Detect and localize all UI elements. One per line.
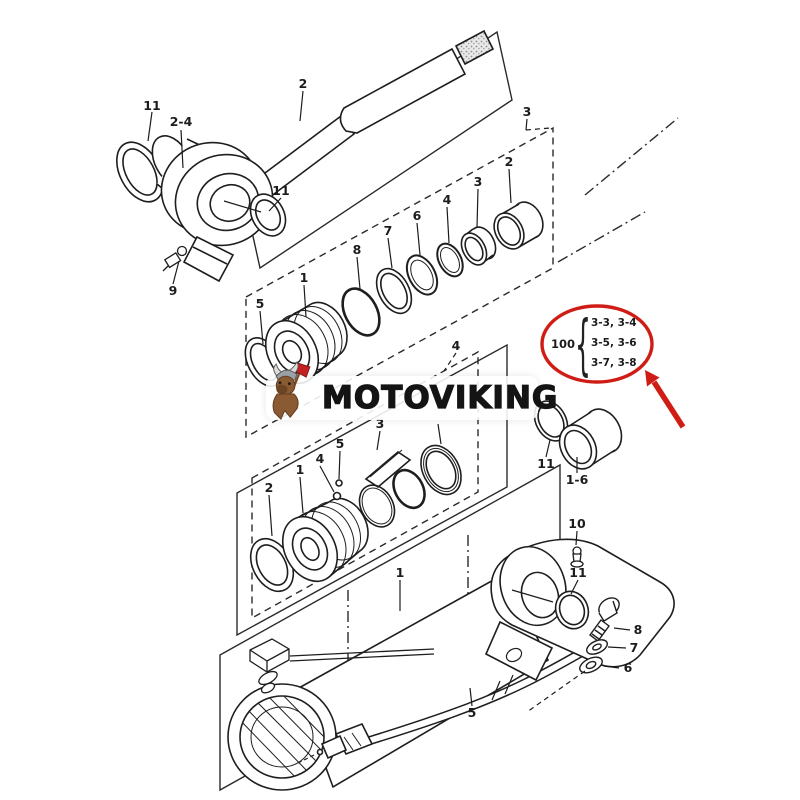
part-callout: 2 [298,75,308,91]
part-callout: 1 [299,269,309,285]
part-callout: 3 [375,415,385,431]
rod-eye [160,141,274,283]
brand-watermark: MOTOVIKING [266,361,559,420]
bushing-1-6 [558,408,623,470]
o-ring-6 [405,254,439,296]
part-callout: 2 [504,153,514,169]
ball-4 [332,491,342,501]
leader-lines [147,90,631,707]
brand-name: MOTOVIKING [321,379,559,416]
part-callout: 10 [568,515,586,531]
o-ring-thin-lower [358,484,396,528]
highlight-arrow-shaft [651,380,686,429]
washer-7 [586,639,608,655]
part-callout: 9 [168,282,178,298]
highlight-ellipse [540,304,654,384]
part-callout: 2-4 [169,113,193,129]
grease-fitting-10 [570,546,584,568]
o-ring-11-head [554,590,590,630]
washer-6 [579,656,603,674]
phantom-line-top-right [584,117,679,196]
kit-parts-line: 3-7, 3-8 [591,357,637,369]
bushing-2-upper [493,201,544,250]
part-callout: 11 [272,182,290,198]
seal-group-lower [249,444,462,593]
seal-ring-7 [375,267,413,315]
ring-3-upper [460,226,497,266]
piston-1-lower [281,497,369,583]
red-highlight [540,304,686,429]
part-callout: 8 [352,241,362,257]
highlight-arrow-head [645,370,660,387]
part-callout: 7 [383,222,393,238]
part-callout: 7 [629,639,639,655]
o-ring-8 [341,287,381,337]
part-callout: 5 [255,295,265,311]
dashed-box-group-3 [245,126,554,439]
part-callout: 6 [412,207,422,223]
part-callout: 3 [522,103,532,119]
part-callout: 11 [143,97,161,113]
part-callout: 6 [623,659,633,675]
port-fitting [249,638,435,694]
part-callout: 5 [335,435,345,451]
part-callout: 4 [442,191,452,207]
part-callout: 11 [537,455,555,471]
viking-mascot-logo [272,361,311,420]
part-callout: 2 [264,479,274,495]
phantom-line-mid-right [557,211,646,263]
steel-pipe [289,648,435,657]
o-ring-11-small [249,193,287,237]
part-callout: 1 [295,461,305,477]
part-callout: 4 [451,337,461,353]
bolt-8 [589,597,620,642]
head-bracket [484,620,554,682]
screw-5 [335,479,343,487]
part-callout: 1-6 [565,471,589,487]
kit-brace: { [575,304,591,384]
seal-plate-3 [364,449,412,488]
part-callout: 11 [569,564,587,580]
cylinder-assembly [227,538,675,791]
piston-1-upper [264,301,348,385]
part-callout: 3 [473,173,483,189]
o-ring-thick-lower [392,468,426,510]
kit-parts-line: 3-5, 3-6 [591,337,637,349]
grease-fitting-9 [162,245,188,272]
grooved-ring-lower [420,444,462,496]
o-ring-4 [436,242,464,278]
kit-parts-line: 3-3, 3-4 [591,317,637,329]
rod-eye-assembly [116,135,287,283]
right-middle-parts [533,400,623,470]
part-callout: 5 [467,704,477,720]
part-callout: 8 [633,621,643,637]
part-callout: 1 [395,564,405,580]
part-callout: 4 [315,450,325,466]
kit-ref-number: 100 [550,337,575,351]
seal-group-upper [244,201,544,387]
